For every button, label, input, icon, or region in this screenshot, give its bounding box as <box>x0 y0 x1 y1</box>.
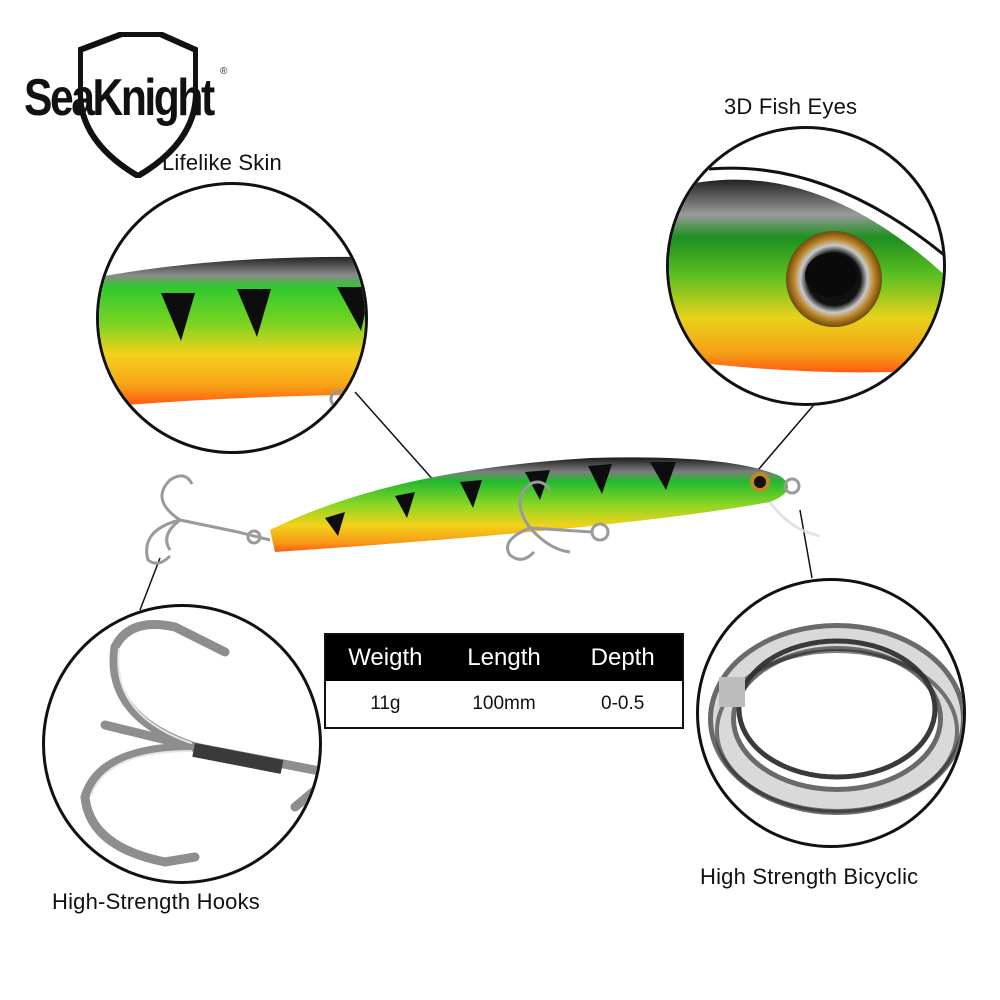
label-lifelike-skin: Lifelike Skin <box>162 150 282 175</box>
fish-eye-closeup <box>666 126 946 406</box>
fishing-lure <box>130 440 830 580</box>
treble-hook-closeup <box>42 604 322 884</box>
label-3d-fish-eyes: 3D Fish Eyes <box>724 94 858 119</box>
spec-header-depth: Depth <box>590 644 655 671</box>
specs-header-row: Weigth Length Depth <box>326 635 682 681</box>
label-high-strength-hooks: High-Strength Hooks <box>52 889 261 914</box>
spec-header-length: Length <box>467 644 541 671</box>
brand-name: SeaKnight <box>24 69 215 127</box>
spec-value-length: 100mm <box>472 693 536 714</box>
registered-mark: ® <box>220 66 228 77</box>
label-high-strength-bicyclic: High Strength Bicyclic <box>700 864 919 889</box>
spec-value-depth: 0-0.5 <box>601 693 645 714</box>
split-ring-closeup <box>696 578 966 848</box>
lure-skin-closeup <box>96 182 368 454</box>
shield-icon <box>78 32 198 178</box>
spec-value-weight: 11g <box>370 693 401 714</box>
specs-table: Weigth Length Depth 11g 100mm 0-0.5 <box>324 633 684 729</box>
spec-header-weight: Weigth <box>348 644 423 671</box>
specs-value-row: 11g 100mm 0-0.5 <box>326 681 682 727</box>
